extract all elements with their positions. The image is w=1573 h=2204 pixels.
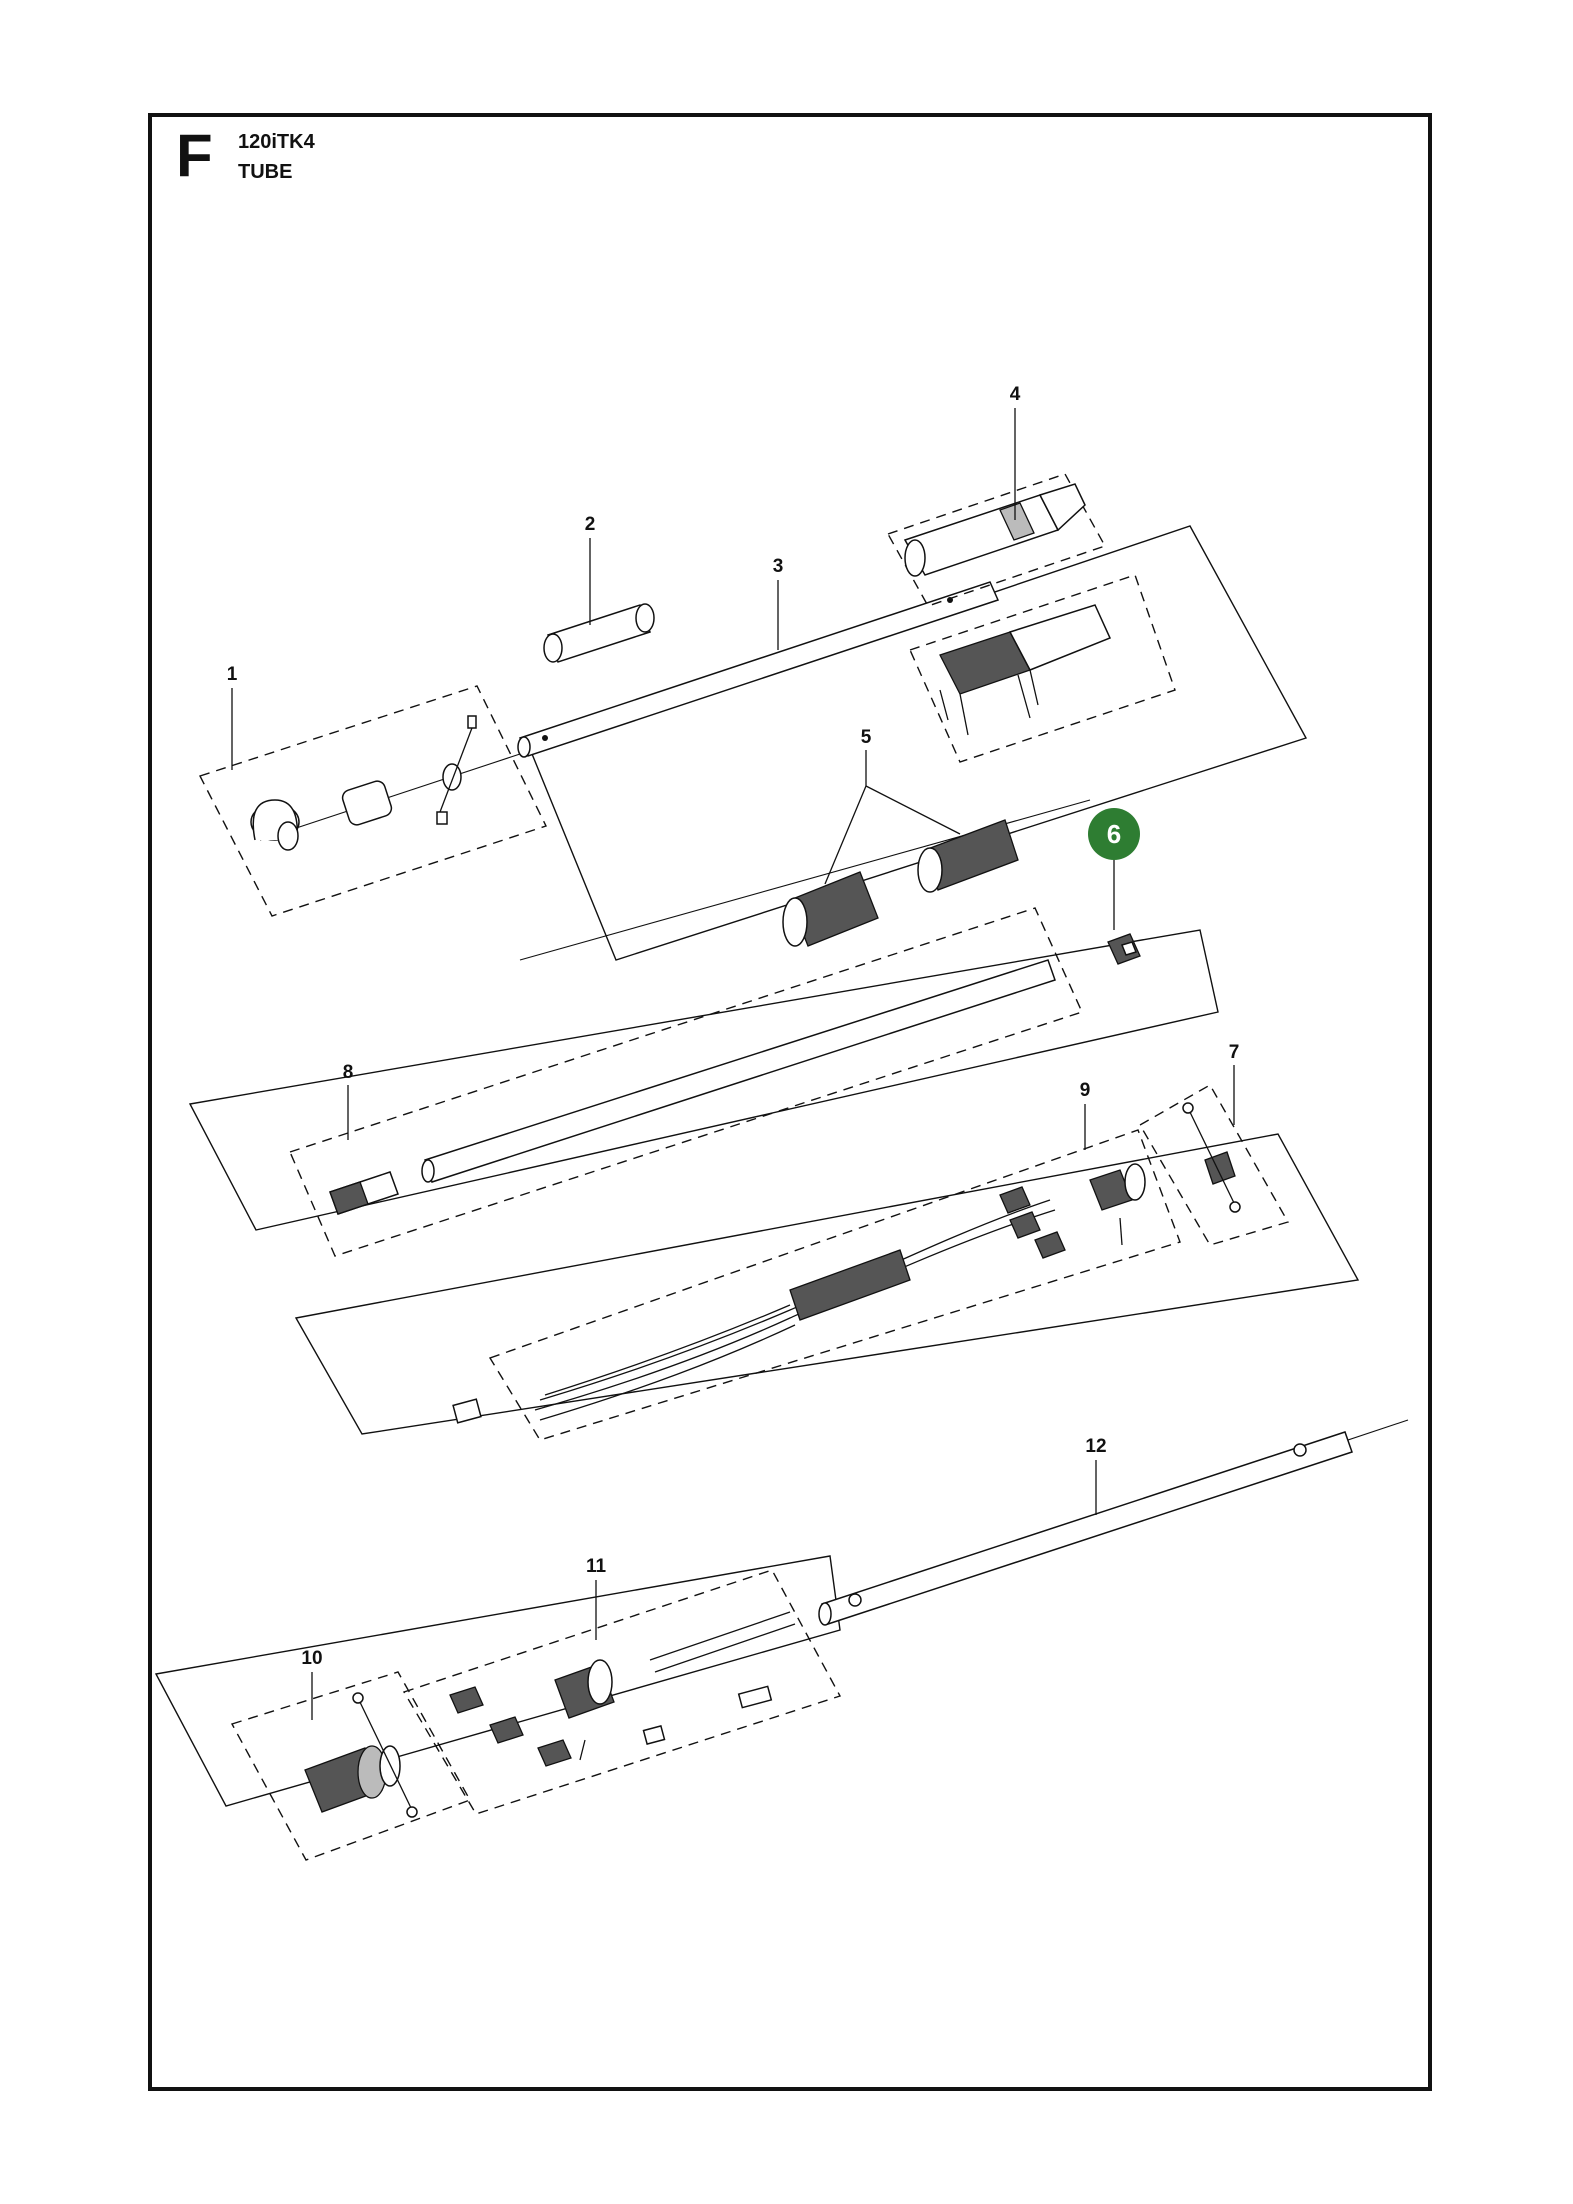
callout-labels: 1 2 3 4 5 6 7 8 9 10 11 12 — [227, 384, 1240, 1669]
part-4-coupling-lower — [939, 604, 1112, 736]
page-frame — [148, 113, 1432, 2091]
part-11-connector — [449, 1611, 796, 1767]
callout-9: 9 — [1080, 1080, 1091, 1101]
section-letter: F — [176, 122, 213, 189]
leader-lines — [231, 408, 1235, 1720]
part-6-cap — [1107, 933, 1141, 965]
part-9-wiring — [452, 1163, 1146, 1424]
leader-5b — [865, 785, 961, 835]
plane-outline-lower — [294, 1133, 1360, 1435]
group-box-10 — [230, 1671, 472, 1861]
group-box-4b — [909, 574, 1176, 763]
assembly-plane-middle — [188, 907, 1219, 1257]
group-box-9 — [488, 1129, 1181, 1441]
part-4-coupling-upper — [903, 483, 1086, 577]
group-box-7 — [1139, 1084, 1290, 1246]
plane-outline-upper — [529, 525, 1308, 961]
callout-6: 6 — [1107, 819, 1121, 849]
callout-4: 4 — [1010, 384, 1021, 405]
group-box-8 — [289, 907, 1083, 1257]
highlight-badge — [1088, 808, 1140, 860]
part-2-sleeve — [543, 603, 655, 663]
assembly-plane-bottom — [154, 1419, 1409, 1861]
model-name: 120iTK4 — [238, 131, 315, 153]
callout-11: 11 — [586, 1556, 607, 1577]
callout-1: 1 — [227, 664, 238, 685]
part-10-housing — [304, 1692, 418, 1818]
group-box-1 — [199, 685, 547, 917]
axis-line — [259, 753, 521, 841]
part-8-inner-tube — [329, 959, 1056, 1215]
leader-5a — [824, 785, 867, 885]
part-1-clamp — [250, 715, 477, 851]
part-3-tube — [517, 581, 1000, 758]
callout-12: 12 — [1085, 1436, 1106, 1457]
callout-8: 8 — [343, 1062, 354, 1083]
part-5-grips — [519, 799, 1091, 961]
assembly-plane-upper — [199, 473, 1308, 961]
callout-7: 7 — [1229, 1042, 1240, 1063]
group-box-11 — [402, 1569, 842, 1815]
part-7-clip — [1182, 1102, 1241, 1213]
callout-5: 5 — [861, 727, 872, 748]
plane-outline-bottom — [154, 1555, 841, 1807]
plane-outline-middle — [188, 929, 1219, 1231]
callout-10: 10 — [301, 1648, 322, 1669]
assembly-plane-lower — [294, 1084, 1360, 1441]
part-12-outer-tube — [818, 1431, 1353, 1626]
group-box-4 — [886, 473, 1107, 607]
callout-2: 2 — [585, 514, 596, 535]
callout-3: 3 — [773, 556, 784, 577]
section-title: TUBE — [238, 161, 293, 183]
